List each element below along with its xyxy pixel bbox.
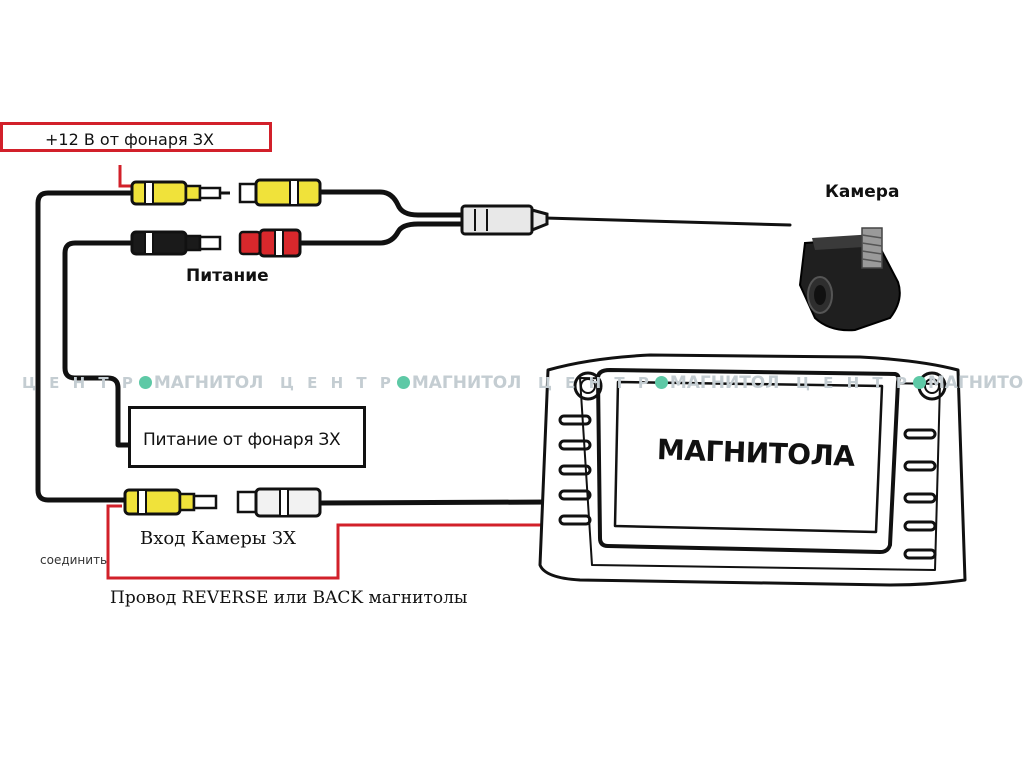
- wire-yellow-loop: [35, 190, 133, 503]
- watermark-logo-icon: [654, 376, 668, 389]
- wire-red-to-bundle: [297, 221, 465, 246]
- red-wire-plus12: [118, 165, 133, 188]
- rca-plug-black: [130, 230, 222, 256]
- reverse-wire-label: Провод REVERSE или BACK магнитолы: [110, 588, 468, 608]
- rca-jack-white: [236, 487, 322, 518]
- power-from-light-box: Питание от фонаря ЗХ: [128, 406, 366, 468]
- bundle-connector: [460, 204, 549, 236]
- red-wires: [106, 165, 552, 580]
- power-label: Питание: [186, 266, 269, 286]
- wire-yellow-to-bundle: [317, 189, 465, 218]
- wire-power-to-light: [62, 240, 133, 448]
- black-wires: [35, 189, 792, 506]
- camera-device-icon: [798, 227, 901, 332]
- head-unit-label: МАГНИТОЛА: [656, 433, 856, 473]
- camera-label: Камера: [825, 182, 900, 202]
- watermark-logo-icon: [138, 376, 152, 389]
- power-from-light-label: Питание от фонаря ЗХ: [143, 430, 341, 450]
- head-unit-icon: [538, 353, 967, 587]
- connect-label: соединить: [40, 553, 108, 567]
- red-wire-reverse: [106, 504, 552, 580]
- plus12-label-box: +12 В от фонаря ЗХ: [0, 122, 272, 152]
- rca-plug-yellow-bottom: [123, 488, 218, 516]
- rca-jack-yellow-top: [238, 178, 322, 207]
- watermark-logo-icon: [912, 376, 926, 389]
- camera-input-label: Вход Камеры ЗХ: [140, 528, 296, 549]
- wire-to-camera: [543, 216, 792, 227]
- rca-jack-red: [238, 228, 302, 258]
- rca-plug-yellow-top: [130, 180, 230, 206]
- plus12-label: +12 В от фонаря ЗХ: [45, 130, 214, 149]
- watermark-logo-icon: [396, 376, 410, 389]
- wire-to-headunit: [317, 499, 555, 506]
